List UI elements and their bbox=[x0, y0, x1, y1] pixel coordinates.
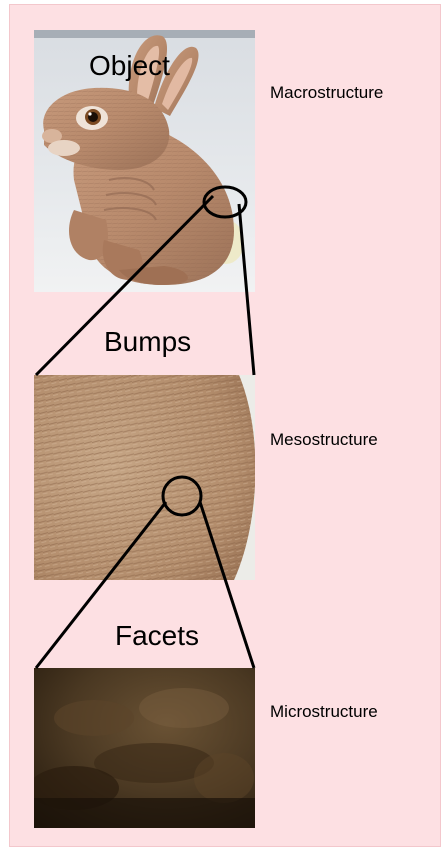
fur-texture-closeup-image bbox=[34, 375, 255, 580]
bumps-photo bbox=[34, 375, 255, 580]
mesostructure-label: Mesostructure bbox=[270, 430, 378, 450]
object-title: Object bbox=[89, 52, 170, 80]
micro-surface-image bbox=[34, 668, 255, 828]
microstructure-label: Microstructure bbox=[270, 702, 378, 722]
facets-photo bbox=[34, 668, 255, 828]
bumps-title: Bumps bbox=[104, 328, 191, 356]
facets-title: Facets bbox=[115, 622, 199, 650]
macrostructure-label: Macrostructure bbox=[270, 83, 383, 103]
